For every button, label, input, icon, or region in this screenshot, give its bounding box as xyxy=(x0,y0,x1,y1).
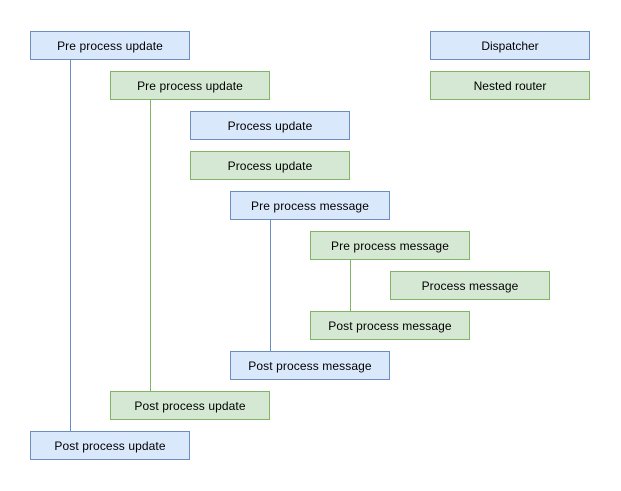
legend-item-dispatcher: Dispatcher xyxy=(430,31,590,60)
node-pre-process-message-dispatcher[interactable]: Pre process message xyxy=(230,191,390,220)
node-pre-process-update-nested-router[interactable]: Pre process update xyxy=(110,71,270,100)
node-post-process-update-nested-router[interactable]: Post process update xyxy=(110,391,270,420)
legend-item-nested-router: Nested router xyxy=(430,71,590,100)
connector-line-nested-router xyxy=(150,100,151,391)
node-process-message-nested-router[interactable]: Process message xyxy=(390,271,550,300)
node-process-update-dispatcher[interactable]: Process update xyxy=(190,111,350,140)
node-process-update-nested-router[interactable]: Process update xyxy=(190,151,350,180)
node-post-process-update-dispatcher[interactable]: Post process update xyxy=(30,431,190,460)
node-pre-process-update-dispatcher[interactable]: Pre process update xyxy=(30,31,190,60)
connector-line-dispatcher xyxy=(270,220,271,351)
connector-line-nested-router xyxy=(350,260,351,311)
connector-line-dispatcher xyxy=(70,60,71,431)
node-pre-process-message-nested-router[interactable]: Pre process message xyxy=(310,231,470,260)
node-post-process-message-nested-router[interactable]: Post process message xyxy=(310,311,470,340)
node-post-process-message-dispatcher[interactable]: Post process message xyxy=(230,351,390,380)
